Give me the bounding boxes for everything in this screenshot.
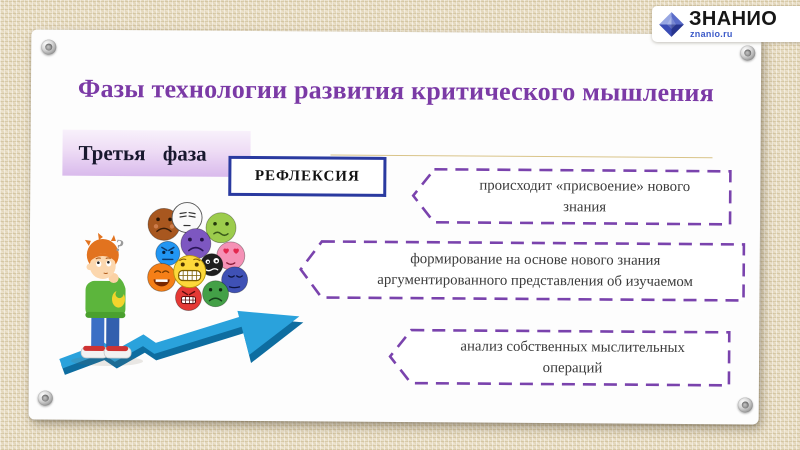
callout-text: происходит «присвоение» нового знания xyxy=(479,177,691,215)
logo-url: znanio.ru xyxy=(690,29,733,39)
screw-icon xyxy=(737,397,753,413)
callout-dashed-arrow-icon xyxy=(299,240,746,302)
callout-text: анализ собственных мыслительных операций xyxy=(460,337,685,376)
screw-icon xyxy=(740,45,756,61)
callout-box-1: происходит «присвоение» нового знания xyxy=(410,167,733,226)
callout-dashed-arrow-icon xyxy=(411,167,732,226)
rising-arrow-icon xyxy=(59,310,304,375)
callout-box-3: анализ собственных мыслительных операций xyxy=(387,328,732,387)
screw-icon xyxy=(41,39,57,55)
thinking-boy-illustration: ? xyxy=(59,202,304,375)
callout-text: формирование на основе нового знания арг… xyxy=(377,251,694,291)
question-mark: ? xyxy=(113,236,126,257)
phase-label: Третья фаза xyxy=(62,129,251,177)
logo-text: ЗНАНИО xyxy=(689,8,778,30)
screw-icon xyxy=(37,390,53,406)
znanio-logo: ЗНАНИО znanio.ru xyxy=(652,6,800,42)
slide-card: Фазы технологии развития критического мы… xyxy=(28,29,762,425)
divider-line xyxy=(330,154,713,159)
callout-dashed-arrow-icon xyxy=(388,328,731,387)
diamond-icon xyxy=(659,12,684,37)
emotion-balls-icon xyxy=(147,202,249,311)
thinking-boy-icon: ? xyxy=(71,232,144,366)
callout-box-2: формирование на основе нового знания арг… xyxy=(297,239,746,302)
page-title: Фазы технологии развития критического мы… xyxy=(77,73,715,108)
stage-box: РЕФЛЕКСИЯ xyxy=(228,155,387,197)
